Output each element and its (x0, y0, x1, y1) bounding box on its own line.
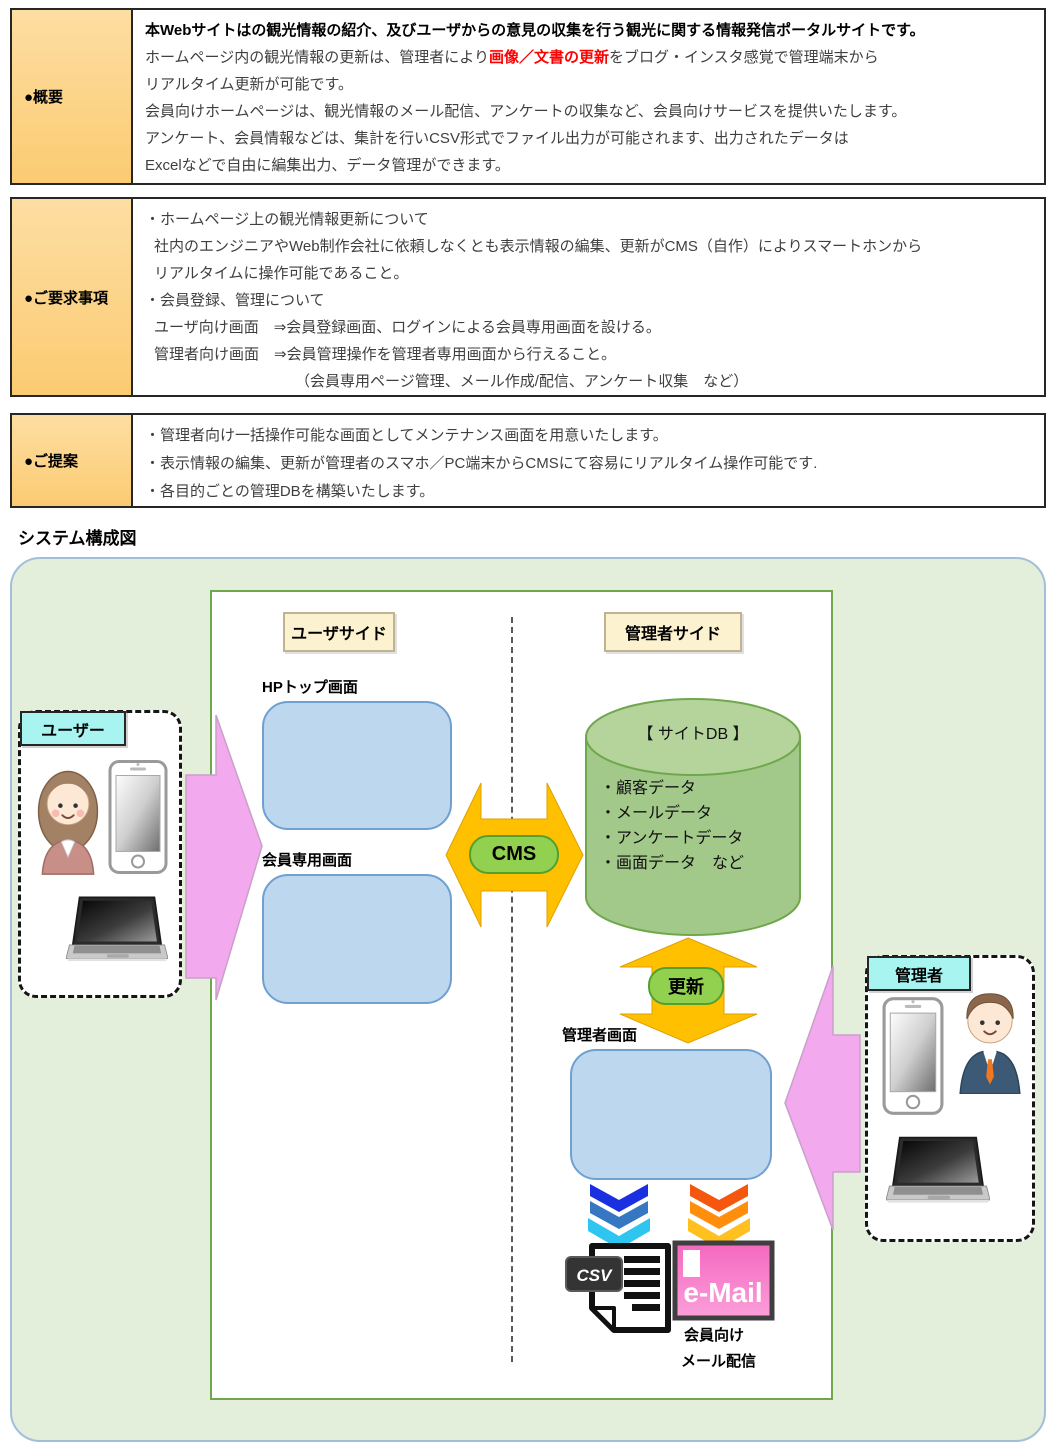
requirements-line: ・会員登録、管理について (145, 292, 325, 309)
update-pill-label: 更新 (668, 977, 704, 997)
overview-member-line: 会員向けホームページは、観光情報のメール配信、アンケートの収集など、会員向けサー… (145, 103, 907, 120)
overview-label: ●概要 (12, 10, 133, 183)
overview-update-pre: ホームページ内の観光情報の更新は、管理者により (145, 49, 489, 66)
hp-top-screen-box (262, 701, 452, 830)
email-caption-line1: 会員向け (684, 1327, 745, 1344)
requirements-line: （会員専用ページ管理、メール作成/配信、アンケート収集 など） (295, 373, 749, 390)
proposal-line: ・表示情報の編集、更新が管理者のスマホ／PC端末からCMSにて容易にリアルタイム… (145, 455, 818, 472)
diagram-title: システム構成図 (18, 529, 137, 548)
overview-excel-line: Excelなどで自由に編集出力、データ管理ができます。 (145, 157, 510, 174)
requirements-body: ・ホームページ上の観光情報更新について 社内のエンジニアやWeb制作会社に依頼し… (133, 199, 1044, 395)
site-db-item: ・メールデータ (600, 805, 713, 822)
admin-actor-tag: 管理者 (867, 956, 971, 991)
overview-body: 本Webサイトはの観光情報の紹介、及びユーザからの意見の収集を行う観光に関する情… (133, 10, 1044, 183)
site-db-title: 【 サイトDB 】 (637, 726, 749, 743)
proposal-body: ・管理者向け一括操作可能な画面としてメンテナンス画面を用意いたします。 ・表示情… (133, 415, 1044, 506)
proposal-line: ・各目的ごとの管理DBを構築いたします。 (145, 483, 435, 500)
requirements-line: ・ホームページ上の観光情報更新について (145, 211, 429, 228)
cms-pill-label: CMS (491, 843, 537, 865)
admin-actor-box (865, 955, 1035, 1242)
requirements-line: ユーザ向け画面 ⇒会員登録画面、ログインによる会員専用画面を設ける。 (154, 319, 661, 336)
site-db-item: ・画面データ など (600, 855, 745, 872)
user-actor-tag: ユーザー (20, 711, 126, 746)
site-db-item: ・アンケートデータ (600, 830, 744, 847)
requirements-label: ●ご要求事項 (12, 199, 133, 395)
overview-update-line: ホームページ内の観光情報の更新は、管理者により画像／文書の更新をブログ・インスタ… (145, 44, 1032, 71)
user-actor-box (18, 710, 182, 998)
site-db-item: ・顧客データ (600, 780, 697, 797)
proposal-line: ・管理者向け一括操作可能な画面としてメンテナンス画面を用意いたします。 (145, 427, 668, 444)
member-screen-label: 会員専用画面 (262, 852, 353, 869)
proposal-label: ●ご提案 (12, 415, 133, 506)
overview-update-highlight: 画像／文書の更新 (488, 49, 609, 66)
site-db-items: ・顧客データ ・メールデータ ・アンケートデータ ・画面データ など (600, 776, 744, 876)
admin-side-heading: 管理者サイド (604, 612, 742, 652)
overview-section: ●概要 本Webサイトはの観光情報の紹介、及びユーザからの意見の収集を行う観光に… (10, 8, 1046, 185)
requirements-section: ●ご要求事項 ・ホームページ上の観光情報更新について 社内のエンジニアやWeb制… (10, 197, 1046, 397)
overview-update-post: をブログ・インスタ感覚で管理端末から (608, 49, 879, 66)
hp-top-screen-label: HPトップ画面 (262, 679, 358, 696)
overview-csv-line: アンケート、会員情報などは、集計を行いCSV形式でファイル出力が可能されます、出… (145, 130, 849, 147)
overview-intro-line: 本Webサイトはの観光情報の紹介、及びユーザからの意見の収集を行う観光に関する情… (145, 22, 925, 39)
overview-update-cont-line: リアルタイム更新が可能です。 (145, 76, 354, 93)
proposal-section: ●ご提案 ・管理者向け一括操作可能な画面としてメンテナンス画面を用意いたします。… (10, 413, 1046, 508)
admin-screen-box (570, 1049, 772, 1180)
requirements-line: 管理者向け画面 ⇒会員管理操作を管理者専用画面から行えること。 (154, 346, 617, 363)
admin-screen-label: 管理者画面 (562, 1027, 638, 1044)
requirements-line: リアルタイムに操作可能であること。 (154, 265, 409, 282)
side-separator-line (511, 617, 513, 1362)
requirements-line: 社内のエンジニアやWeb制作会社に依頼しなくとも表示情報の編集、更新がCMS（自… (154, 238, 923, 255)
member-screen-box (262, 874, 452, 1004)
email-caption-line2: メール配信 (681, 1353, 757, 1370)
user-side-heading: ユーザサイド (283, 612, 395, 652)
